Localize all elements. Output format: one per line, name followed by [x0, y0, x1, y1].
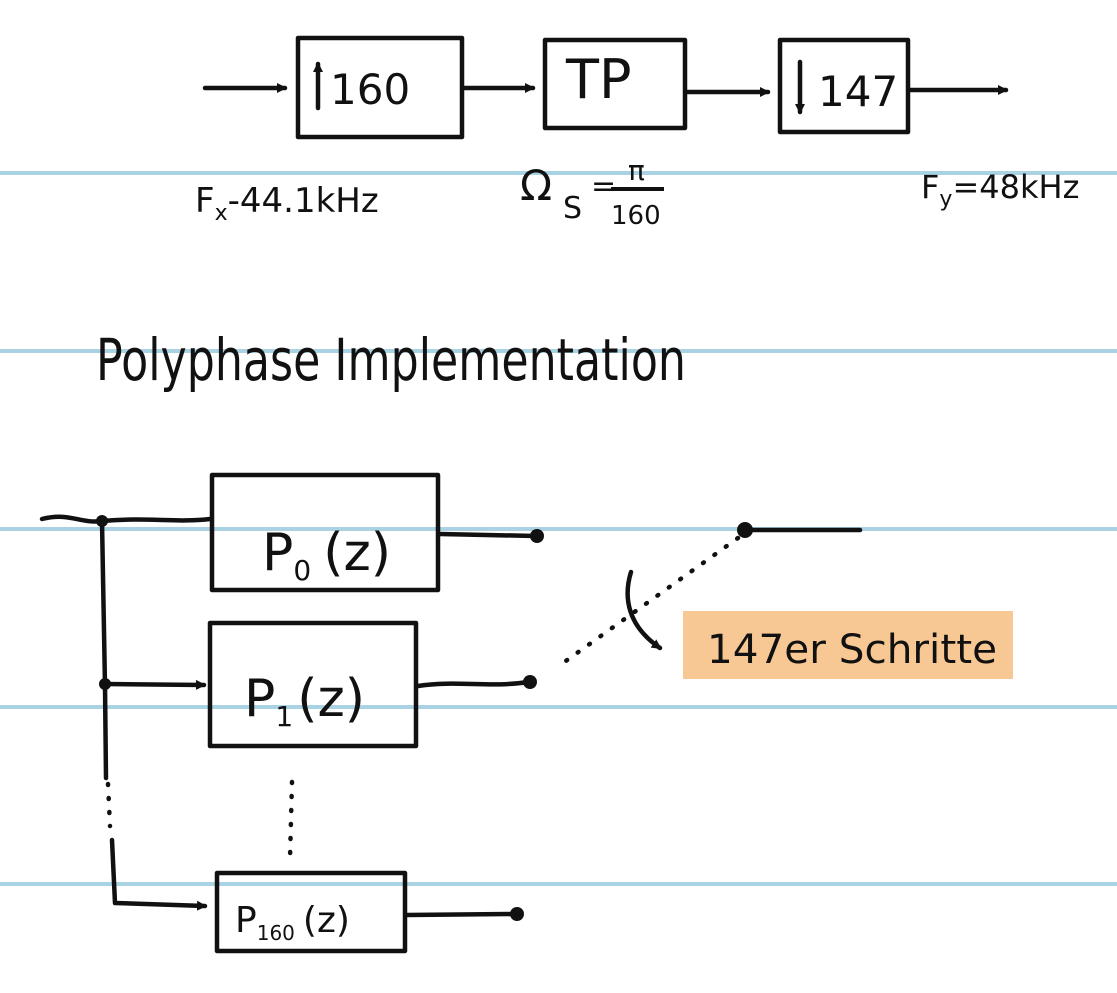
- p1-output-line: [415, 679, 531, 689]
- note-highlight: [683, 611, 1013, 679]
- continuation-dots: [287, 779, 295, 861]
- p160-output-line: [404, 911, 518, 918]
- downsampler-factor: 147: [818, 67, 898, 116]
- p160-label: P160(z): [235, 900, 350, 945]
- rotation-arrow: [625, 569, 663, 651]
- p0-label: P0(z): [262, 523, 391, 587]
- input-rate-label: Fx-44.1kHz: [195, 181, 379, 226]
- filter-label: TP: [565, 48, 632, 111]
- cutoff-subscript: S: [563, 191, 582, 226]
- commutator-note: 147er Schritte: [707, 627, 997, 673]
- upsampler-factor: 160: [330, 65, 410, 114]
- downsampler-block: [777, 37, 911, 135]
- p0-block: [209, 472, 441, 593]
- p0-output-line: [437, 531, 538, 539]
- p1-input-arrow: [102, 679, 207, 690]
- p160-block: [214, 870, 408, 954]
- ruled-line: [0, 882, 1117, 886]
- ruled-line: [0, 705, 1117, 709]
- p1-label: P1(z): [244, 669, 365, 733]
- junction-dot: [99, 678, 111, 690]
- cutoff-symbol: Ω: [520, 161, 552, 210]
- input-line: [39, 514, 213, 524]
- ruled-line: [0, 527, 1117, 531]
- cutoff-separator: =: [591, 169, 616, 204]
- ruled-line: [0, 349, 1117, 353]
- ruled-line: [0, 171, 1117, 175]
- continuation-dots: [105, 781, 113, 829]
- cutoff-denominator: 160: [611, 201, 661, 231]
- bus-line: [99, 518, 109, 781]
- output-rate-label: Fy=48kHz: [921, 168, 1079, 212]
- p0-output-terminal: [530, 529, 544, 543]
- commutator-pivot: [737, 522, 753, 538]
- junction-dot: [96, 515, 108, 527]
- section-heading: Polyphase Implementation: [96, 326, 686, 394]
- p160-output-terminal: [510, 907, 524, 921]
- p1-output-terminal: [523, 675, 537, 689]
- commutator-arm: [553, 535, 741, 671]
- p1-block: [207, 620, 419, 749]
- cutoff-numerator: π: [628, 154, 645, 187]
- filter-block: [542, 37, 688, 131]
- bus-line-lower: [109, 837, 208, 911]
